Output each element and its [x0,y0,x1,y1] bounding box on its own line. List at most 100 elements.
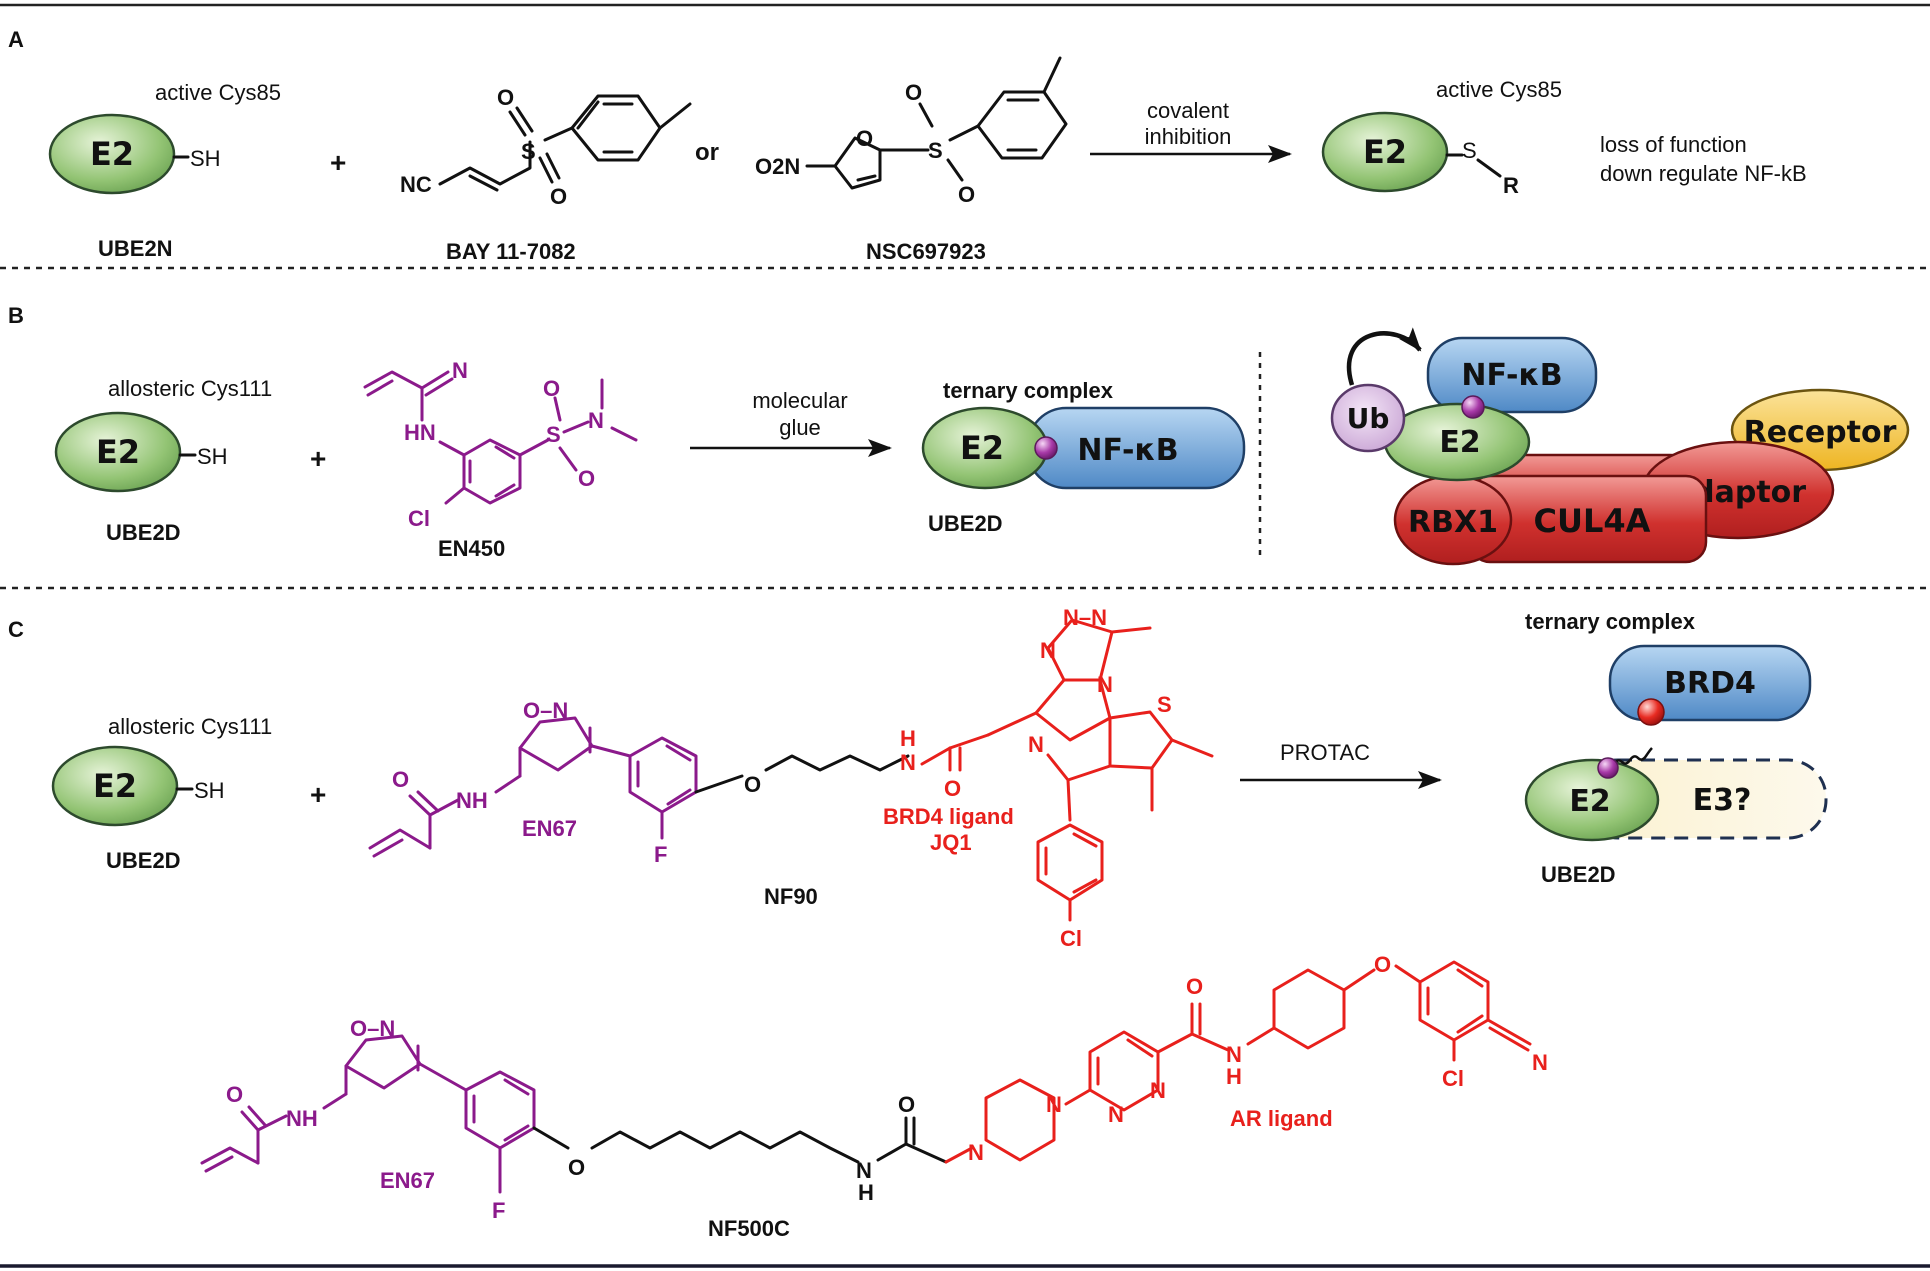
nf90-n2: N–N [1063,605,1107,630]
en450-ring [462,438,522,505]
b-nfkb-label: NF-κB [1077,433,1178,468]
panel-c: C allosteric Cys111 E2 SH UBE2D + O NH O… [8,605,1828,1241]
nf500-o-ring: O–N [350,1016,395,1041]
nf500-o-ar: O [1186,974,1203,999]
nf500-pyr-db2 [1126,1038,1154,1058]
a-ube2n-label: UBE2N [98,236,173,261]
nf500-h-ar: H [1226,1064,1242,1089]
bay-double [468,174,499,192]
nf500-cy-bond [1246,1026,1276,1046]
b-site-label: allosteric Cys111 [108,376,272,401]
nsc-furan-db [856,174,877,182]
panel-b: B allosteric Cys111 E2 SH UBE2D + N HN C… [8,303,1910,566]
nf90-ch2-jq1 [948,733,990,750]
a-product-r-bond [1476,158,1502,178]
a-product-s: S [1462,138,1477,163]
en67-label: EN67 [522,816,577,841]
bay-so-down-b [545,152,561,180]
nf90-chlorophenyl [1036,823,1104,902]
nf500-fluoro-ring [464,1070,536,1150]
nf90-co-o-db [416,790,440,813]
b-arrow-top: molecular [752,388,847,413]
nf90-cn-link [1046,753,1070,782]
a-site-label: active Cys85 [155,80,281,105]
nf90-linker [764,754,910,772]
nf500-n-pip1: N [968,1140,984,1165]
nf90-nh: NH [456,788,488,813]
a-product-e2-label: E2 [1363,133,1407,171]
nf500-cl: Cl [1442,1066,1464,1091]
b-plus: + [310,443,326,474]
nsc-methyl [1042,56,1062,94]
nsc-ring-bond [948,124,980,142]
nf90-aryl-bond [590,744,632,758]
nf500-ring-db2 [503,1078,530,1096]
c-e2-product [1524,758,1660,842]
a-product-site: active Cys85 [1436,77,1562,102]
nf90-fluoro-ring [628,736,698,814]
c-protac-linker [1612,747,1653,765]
c-plus: + [310,779,326,810]
nf90-f: F [654,842,667,867]
c-e2-label: E2 [93,767,137,805]
b-arrow-bottom: glue [779,415,821,440]
a-outcome-1: loss of function [1600,132,1747,157]
cx-e2-label: E2 [1439,425,1480,460]
nsc-furan [833,136,882,190]
nf90-o-ether [694,774,744,794]
nf90-wedge [986,711,1038,737]
panel-label-b: B [8,303,24,328]
nf500-co-o-db [247,1105,267,1127]
cx-ub-block [1330,383,1406,453]
c-warhead-bead [1597,757,1619,779]
nf90-n3: N [1097,672,1113,697]
bay-o-bottom: O [550,184,567,209]
nf90-n4: N [1028,732,1044,757]
en450-o2: O [578,466,595,491]
nf500-n-cn: N [1532,1050,1548,1075]
nsc-so-up [918,102,934,128]
nf90-label: NF90 [764,884,818,909]
nf90-cp-db2 [1072,832,1098,848]
nf90-diazepine [1034,678,1112,742]
nf500-f: F [492,1198,505,1223]
en450-cl-bond [444,486,466,505]
en450-o1: O [543,376,560,401]
nf500-nch2 [322,1092,348,1110]
bay-backbone [438,140,532,186]
bay-11-7082-structure: NC S O O [400,85,692,209]
nf90-triazole-me [1110,626,1152,634]
nf500-amide-c [876,1142,908,1162]
nf90-nh-jq1: H [900,726,916,751]
nsc-s-label: S [928,138,943,163]
en450-me2 [610,426,638,442]
nf90-acryl-db [372,838,404,858]
nf90-co-o [408,794,432,817]
nf500-pyridazine [1088,1030,1160,1112]
bay-s-label: S [521,139,536,164]
nf500-ar-bond [1394,964,1422,984]
cx-rbx1-label: RBX1 [1408,505,1498,540]
a-e2-label: E2 [90,135,134,173]
en450-s-bond [518,438,550,457]
en450-label: EN450 [438,536,505,561]
bay-label: BAY 11-7082 [446,239,576,264]
nf90-triazole [1046,618,1114,682]
bay-so-up-b [515,106,534,133]
b-ube2d-label: UBE2D [106,520,181,545]
nf500-aryl-bond [418,1062,468,1092]
nf90-cn [428,798,460,817]
c-ligand-bead [1637,698,1665,726]
nf500-cn-bond2 [1488,1026,1530,1052]
c-brd4-label: BRD4 [1664,666,1756,701]
bay-ring-db3 [576,100,600,130]
nf500-cyclohexyl [1272,968,1346,1050]
nf90-cp-db3 [1072,878,1098,894]
a-product-r: R [1503,173,1519,198]
nf500-ring-db3 [503,1124,530,1142]
nf500-nh: N [856,1158,872,1183]
bay-so-up-a [508,110,527,137]
nsc-ring [976,90,1068,160]
nsc-o-top: O [905,80,922,105]
en450-acryl [363,370,424,422]
